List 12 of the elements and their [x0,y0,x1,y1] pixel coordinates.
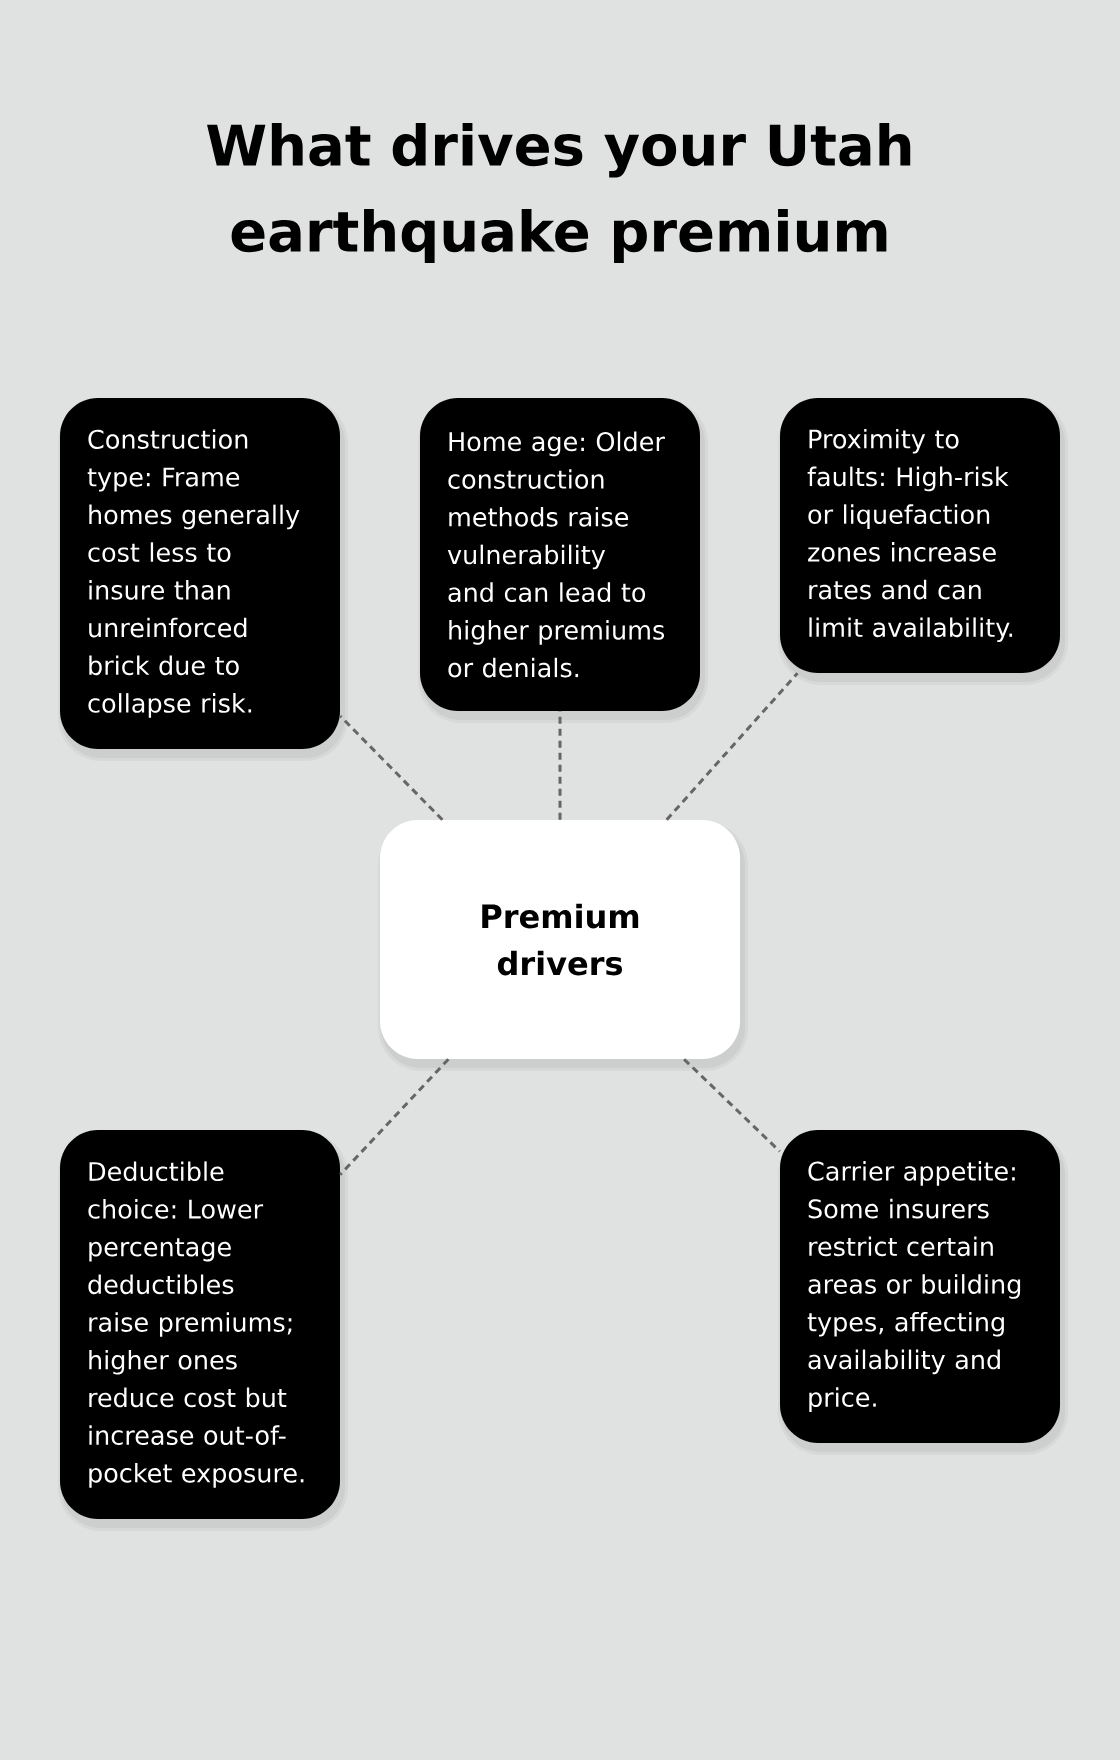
text-box: Carrier appetite: Some insurers restrict certain areas or building types, affecting availability and price. [778,1130,1068,1455]
title: What drives your Utah earthquake premium [207,122,911,264]
connector-line [683,1058,781,1153]
text-box: Construction type: Frame homes generally cost less to insure than unreinforced brick due to collapse risk. [58,398,348,761]
connector-line [665,672,799,821]
center-box: Premium drivers [378,820,748,1071]
connector-line [339,714,444,821]
text-box: Home age: Older construction methods raise vulnerability and can lead to higher premiums or denials. [418,398,708,723]
connector-line [339,1058,450,1176]
text-box: Proximity to faults: High-risk or liquefaction zones increase rates and can limit availability. [778,398,1068,685]
text-box: Deductible choice: Lower percentage deductibles raise premiums; higher ones reduce cost but increase out-of-pocket exposure. [58,1130,348,1531]
connector-line [558,711,562,820]
